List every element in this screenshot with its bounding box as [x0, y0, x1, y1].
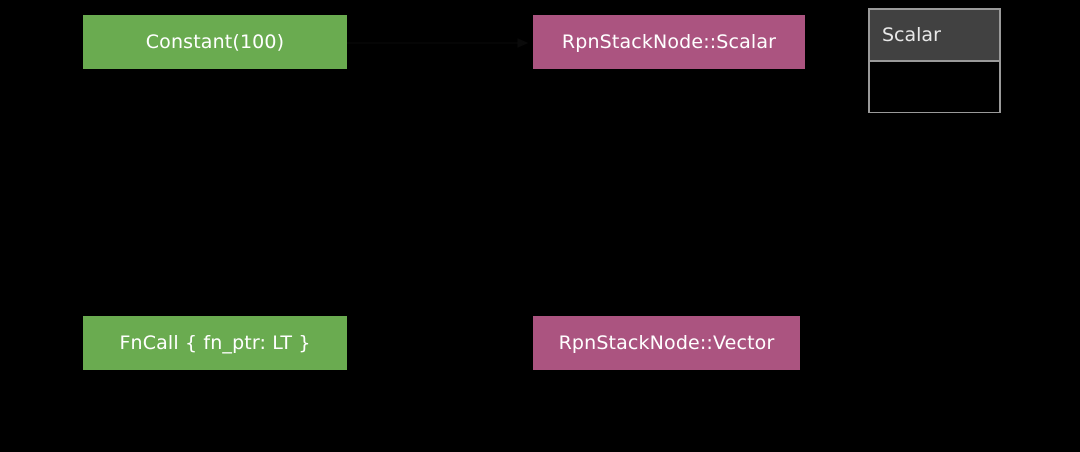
record-node-scalar-header: Scalar: [870, 10, 999, 62]
node-fncall-label: FnCall { fn_ptr: LT }: [119, 331, 311, 354]
arrowhead-icon: [517, 38, 529, 48]
record-node-scalar-header-label: Scalar: [882, 24, 941, 46]
node-constant-label: Constant(100): [145, 30, 285, 53]
edge-constant-to-scalar: [340, 38, 529, 48]
node-rpn-stack-node-vector[interactable]: RpnStackNode::Vector: [533, 316, 800, 370]
node-fncall[interactable]: FnCall { fn_ptr: LT }: [83, 316, 347, 370]
node-rpn-stack-node-scalar[interactable]: RpnStackNode::Scalar: [533, 15, 805, 69]
record-node-scalar-body: [870, 62, 999, 112]
node-rpn-stack-node-scalar-label: RpnStackNode::Scalar: [561, 30, 777, 53]
record-node-scalar[interactable]: Scalar: [868, 8, 1001, 113]
node-constant[interactable]: Constant(100): [83, 15, 347, 69]
node-rpn-stack-node-vector-label: RpnStackNode::Vector: [558, 331, 775, 354]
